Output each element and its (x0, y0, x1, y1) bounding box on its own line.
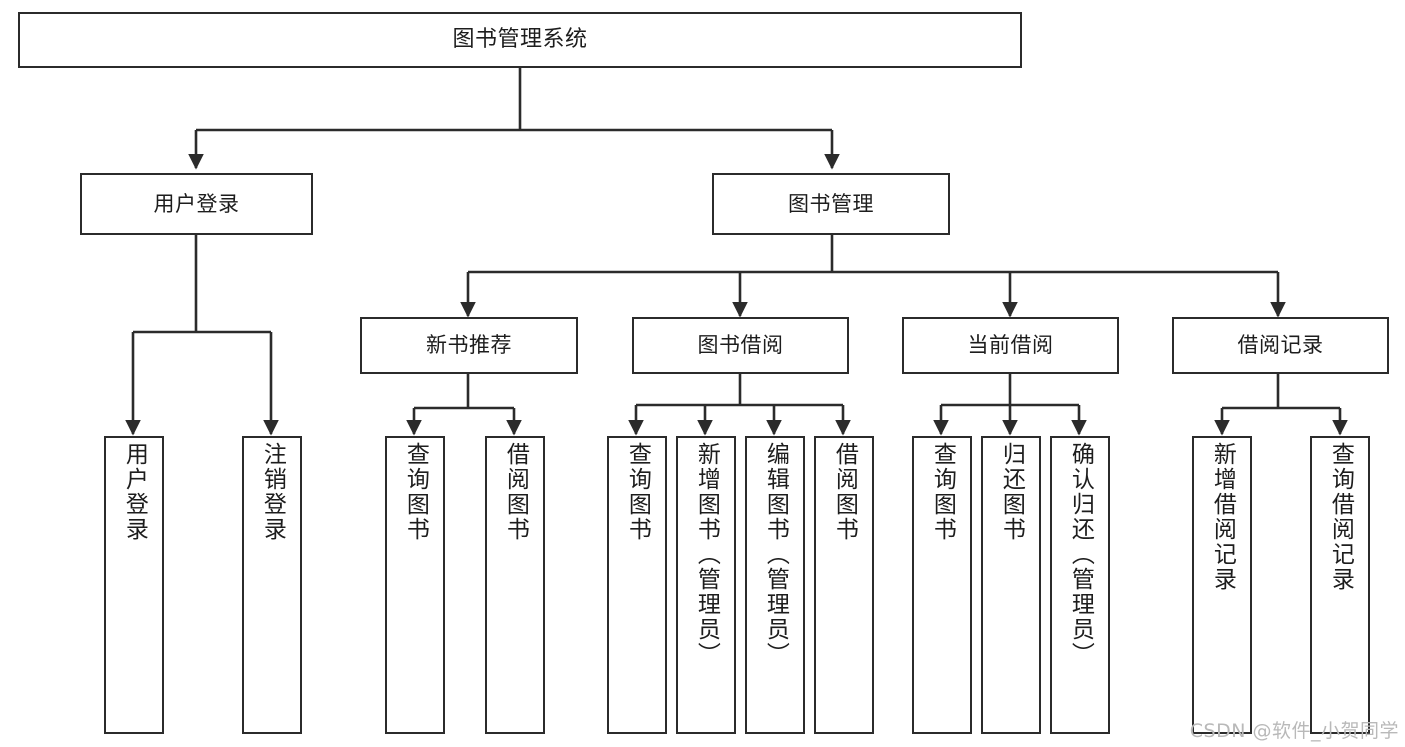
node-label: 查询图书 (929, 442, 956, 542)
node-current-borrow[interactable]: 当前借阅 (902, 317, 1119, 374)
node-label: 新增借阅记录 (1209, 442, 1236, 592)
node-label: 归还图书 (998, 442, 1025, 542)
node-new-book-recommend[interactable]: 新书推荐 (360, 317, 578, 374)
node-user-login[interactable]: 用户登录 (80, 173, 313, 235)
node-label: 用户登录 (153, 191, 240, 216)
node-book-borrow[interactable]: 图书借阅 (632, 317, 849, 374)
node-label: 图书管理系统 (452, 27, 588, 53)
leaf-current-return-book[interactable]: 归还图书 (981, 436, 1041, 734)
node-label: 新书推荐 (426, 333, 512, 358)
leaf-current-query-book[interactable]: 查询图书 (912, 436, 972, 734)
watermark: CSDN @软件_小贺同学 (1189, 720, 1399, 742)
leaf-records-add-record[interactable]: 新增借阅记录 (1192, 436, 1252, 734)
node-label: 注销登录 (259, 442, 286, 542)
leaf-current-confirm-return-admin[interactable]: 确认归还（管理员） (1050, 436, 1110, 734)
node-label: 图书借阅 (697, 333, 784, 358)
leaf-borrow-borrow-book[interactable]: 借阅图书 (814, 436, 874, 734)
leaf-records-query-record[interactable]: 查询借阅记录 (1310, 436, 1370, 734)
node-root-book-management-system[interactable]: 图书管理系统 (18, 12, 1022, 68)
leaf-user-logout[interactable]: 注销登录 (242, 436, 302, 734)
node-label: 当前借阅 (967, 333, 1054, 358)
leaf-recommend-borrow-book[interactable]: 借阅图书 (485, 436, 545, 734)
node-borrow-records[interactable]: 借阅记录 (1172, 317, 1389, 374)
node-label: 确认归还（管理员） (1067, 442, 1094, 667)
node-label: 借阅图书 (831, 442, 858, 542)
node-label: 查询图书 (624, 442, 651, 542)
leaf-borrow-query-book[interactable]: 查询图书 (607, 436, 667, 734)
node-label: 新增图书（管理员） (693, 442, 720, 667)
node-label: 图书管理 (788, 191, 874, 216)
leaf-borrow-add-book-admin[interactable]: 新增图书（管理员） (676, 436, 736, 734)
node-book-management[interactable]: 图书管理 (712, 173, 950, 235)
node-label: 借阅图书 (502, 442, 529, 542)
node-label: 查询借阅记录 (1327, 442, 1354, 592)
node-label: 查询图书 (402, 442, 429, 542)
leaf-recommend-query-book[interactable]: 查询图书 (385, 436, 445, 734)
node-label: 用户登录 (121, 442, 148, 542)
leaf-borrow-edit-book-admin[interactable]: 编辑图书（管理员） (745, 436, 805, 734)
node-label: 编辑图书（管理员） (762, 442, 789, 667)
node-label: 借阅记录 (1237, 333, 1324, 358)
leaf-user-login[interactable]: 用户登录 (104, 436, 164, 734)
